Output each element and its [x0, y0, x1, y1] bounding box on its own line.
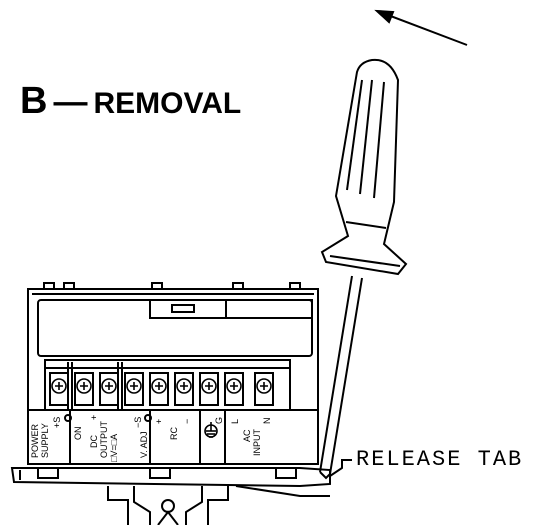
release-tab-leader	[329, 459, 352, 477]
label-g: G	[214, 417, 224, 424]
label-supply: SUPPLY	[40, 423, 50, 458]
label-strip	[27, 409, 319, 465]
label-rc: RC	[169, 427, 179, 440]
diagram-heading: B—REMOVAL	[20, 82, 241, 120]
label-v-a: □V=□A	[109, 434, 119, 462]
screw-terminal-icon	[49, 372, 274, 406]
label-input: INPUT	[252, 428, 262, 456]
label-power: POWER	[30, 423, 40, 458]
label-l: L	[230, 419, 240, 424]
label-minus-rc: −	[182, 419, 192, 424]
label-minus-s: −S	[133, 417, 143, 428]
terminal-labels: POWER SUPPLY +S ON + DC OUTPUT □V=□A −S …	[30, 415, 272, 462]
screwdriver-icon	[319, 58, 408, 480]
label-plus-rc: +	[154, 419, 164, 424]
label-dc: DC	[89, 435, 99, 448]
label-ac: AC	[242, 429, 252, 442]
heading-word: REMOVAL	[93, 87, 242, 120]
label-v-adj: V. ADJ	[139, 431, 149, 458]
label-on: ON	[73, 427, 83, 441]
label-plus-out: +	[89, 415, 99, 420]
label-plus-s: +S	[52, 417, 62, 428]
din-rail-mount	[10, 467, 331, 525]
ground-icon	[204, 422, 218, 438]
terminal-block	[44, 359, 291, 411]
label-n: N	[262, 418, 272, 425]
release-tab-label: RELEASE TAB	[356, 447, 524, 472]
label-output: OUTPUT	[99, 421, 109, 459]
arrow-icon	[374, 9, 468, 46]
heading-dash: —	[53, 83, 88, 121]
heading-letter: B	[20, 80, 48, 122]
